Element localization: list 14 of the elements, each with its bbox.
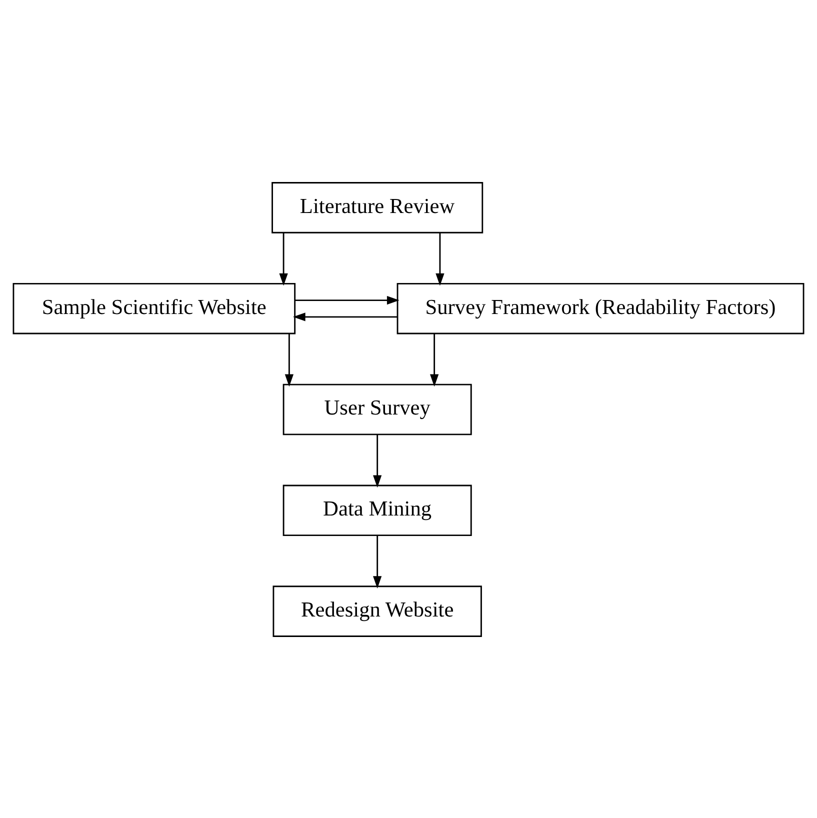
arrow xyxy=(436,232,444,286)
arrow xyxy=(373,434,382,488)
arrow xyxy=(373,534,382,588)
arrow xyxy=(279,232,288,286)
node-box: Literature Review xyxy=(272,182,484,233)
node-box: Redesign Website xyxy=(272,585,482,636)
arrow xyxy=(430,333,439,386)
arrow xyxy=(295,295,400,304)
node-box: Survey Framework (Readability Factors) xyxy=(396,282,804,334)
node-box: Data Mining xyxy=(282,484,472,536)
node-box: User Survey xyxy=(282,383,472,435)
arrow xyxy=(284,333,294,386)
node-box: Sample Scientific Website xyxy=(12,282,296,334)
arrow xyxy=(292,312,398,321)
